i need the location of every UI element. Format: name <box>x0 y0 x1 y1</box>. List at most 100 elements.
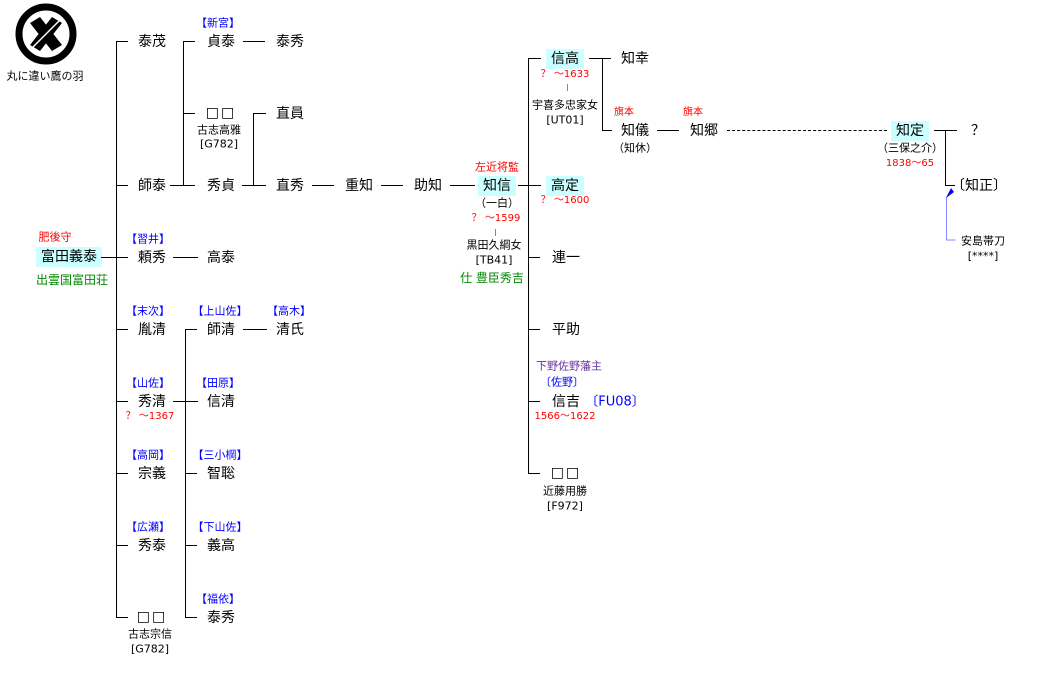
connector-line <box>116 545 128 546</box>
connector-line <box>116 329 128 330</box>
adoptee-name[interactable]: 安島帯刀 <box>961 234 1005 248</box>
connector-line <box>253 113 266 114</box>
dates: ？ ～1633 <box>540 69 590 80</box>
connector-line <box>381 185 403 186</box>
person[interactable]: 知幸 <box>621 51 649 67</box>
house-label: 【広瀬】 <box>126 520 170 534</box>
connector-line <box>518 185 541 186</box>
unknown-person[interactable]: □□ <box>136 609 168 625</box>
code: [F972] <box>547 499 583 513</box>
alias: （知休） <box>613 141 657 155</box>
dates: 1566～1622 <box>534 411 596 422</box>
spouse: 宇喜多忠家女 <box>532 98 598 112</box>
person[interactable]: 貞泰 <box>207 34 235 50</box>
service: 仕 豊臣秀吉 <box>460 271 524 285</box>
unknown-person[interactable]: □□ <box>550 465 582 481</box>
connector-line <box>243 329 267 330</box>
person[interactable]: 智聡 <box>207 466 235 482</box>
spouse: 黒田久綱女 <box>466 238 522 252</box>
unknown-person[interactable]: □□ <box>205 105 237 121</box>
house-label: 【高木】 <box>267 304 311 318</box>
code: [****] <box>967 249 999 263</box>
person[interactable]: 秀貞 <box>207 178 235 194</box>
person[interactable]: 平助 <box>552 322 580 338</box>
connector-line <box>528 58 541 59</box>
adoption-arrow-icon <box>946 188 956 241</box>
connector-line <box>528 473 540 474</box>
person[interactable]: 泰茂 <box>138 34 166 50</box>
person-nobutaka[interactable]: 信高 <box>546 49 584 69</box>
alias: 近藤用勝 <box>543 484 587 498</box>
connector-line <box>116 473 128 474</box>
fief-title: 下野佐野藩主 <box>536 359 602 373</box>
person[interactable]: 助知 <box>414 178 442 194</box>
title: 旗本 <box>683 107 703 118</box>
house-label: 【田原】 <box>196 376 240 390</box>
connector-line <box>657 130 679 131</box>
dates: ？ ～1600 <box>540 195 590 206</box>
alias: 古志高雅 <box>197 123 241 137</box>
alias: （一白） <box>475 196 519 210</box>
crest-label: 丸に違い鷹の羽 <box>6 69 84 83</box>
person[interactable]: 義高 <box>207 538 235 554</box>
dates: ？ ～1599 <box>471 213 521 224</box>
house-label: 【上山佐】 <box>192 304 248 318</box>
person[interactable]: 清氏 <box>276 322 304 338</box>
house-label: 【習井】 <box>126 232 170 246</box>
connector-line <box>116 185 128 186</box>
person[interactable]: 信吉 <box>552 394 580 410</box>
connector-line <box>528 329 540 330</box>
person[interactable]: 連一 <box>552 250 580 266</box>
person[interactable]: 知儀 <box>621 123 649 139</box>
person[interactable]: 秀泰 <box>138 538 166 554</box>
title: 旗本 <box>614 107 634 118</box>
dates: ？ ～1367 <box>125 411 175 422</box>
house-label: 〔佐野〕 <box>540 375 584 389</box>
connector-line <box>945 130 946 186</box>
connector-line <box>101 257 128 258</box>
house-label: 【下山佐】 <box>192 520 248 534</box>
person[interactable]: 直秀 <box>276 178 304 194</box>
connector-line <box>567 84 568 91</box>
alias: （三保之介） <box>877 141 943 155</box>
person[interactable]: 泰秀 <box>207 610 235 626</box>
house-label: 【高岡】 <box>126 448 170 462</box>
house-label: 【三小棡】 <box>192 448 248 462</box>
connector-line <box>495 229 496 236</box>
connector-line <box>589 58 611 59</box>
person[interactable]: 宗義 <box>138 466 166 482</box>
person[interactable]: 高泰 <box>207 250 235 266</box>
connector-line <box>116 617 128 618</box>
person[interactable]: 秀清 <box>138 394 166 410</box>
person[interactable]: 直員 <box>276 106 304 122</box>
root-title: 肥後守 <box>38 230 72 244</box>
person-takasada[interactable]: 高定 <box>546 176 584 196</box>
person[interactable]: 頼秀 <box>138 250 166 266</box>
person[interactable]: 師清 <box>207 322 235 338</box>
root-person[interactable]: 富田義泰 <box>36 247 102 267</box>
connector-line <box>185 617 197 618</box>
connector-line <box>528 401 540 402</box>
title: 左近将監 <box>475 160 519 174</box>
person[interactable]: 信清 <box>207 394 235 410</box>
person[interactable]: 重知 <box>345 178 373 194</box>
person[interactable]: 泰秀 <box>276 34 304 50</box>
house-label: 【福依】 <box>196 592 240 606</box>
connector-line <box>183 41 195 42</box>
code: [TB41] <box>475 253 513 267</box>
connector-line <box>242 185 266 186</box>
person[interactable]: 知郷 <box>690 123 718 139</box>
person[interactable]: 〔知正〕 <box>951 178 1007 194</box>
code: 〔FU08〕 <box>585 394 645 410</box>
person-tomonobu[interactable]: 知信 <box>478 176 516 196</box>
connector-line <box>170 185 195 186</box>
person[interactable]: 師泰 <box>138 178 166 194</box>
connector-line <box>253 113 254 186</box>
person-unknown[interactable]: ？ <box>971 123 985 139</box>
connector-line <box>185 473 197 474</box>
connector-line <box>727 130 887 131</box>
person[interactable]: 胤清 <box>138 322 166 338</box>
connector-line <box>602 130 612 131</box>
person-tomosada[interactable]: 知定 <box>891 121 929 141</box>
house-label: 【新宮】 <box>196 16 240 30</box>
